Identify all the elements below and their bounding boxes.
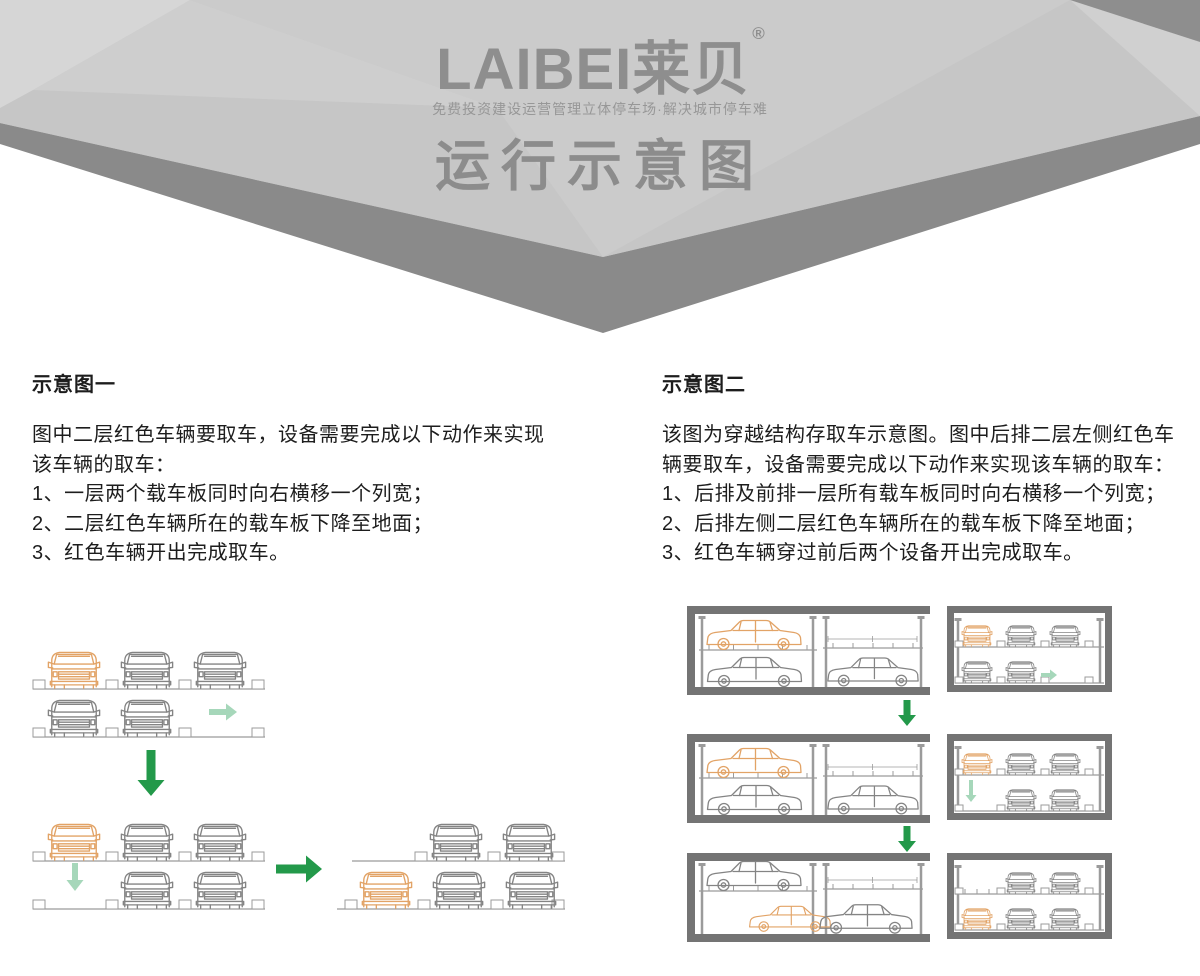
operation-diagram-one [32, 651, 565, 910]
gray-car-front [502, 823, 556, 861]
section-one-text: 图中二层红色车辆要取车，设备需要完成以下动作来实现该车辆的取车： 1、一层两个载车… [32, 421, 582, 569]
red-car-front [47, 823, 101, 861]
red-car-side [706, 747, 802, 778]
transition-arrow-down-icon [137, 750, 165, 796]
text-line: 1、后排及前排一层所有载车板同时向右横移一个列宽； [662, 483, 1166, 505]
red-car-front [47, 651, 101, 689]
text-line: 2、二层红色车辆所在的载车板下降至地面； [32, 512, 434, 535]
text-line: 2、后排左侧二层红色车辆所在的载车板下降至地面； [662, 512, 1146, 535]
descend-arrow-icon [965, 780, 977, 802]
diagram1-state-1-initial [32, 651, 265, 738]
descend-arrow-icon [66, 863, 84, 891]
diagram2-front-state-2-platforms-shifted [947, 734, 1112, 820]
banner-facet-right [1070, 0, 1200, 116]
gray-car-side [819, 904, 913, 934]
gray-car-side [706, 656, 803, 687]
text-line: 1、一层两个载车板同时向右横移一个列宽； [32, 483, 434, 505]
transition-arrow-right-icon [276, 855, 322, 883]
diagram2-side-state-3-red-car-descended [687, 853, 930, 942]
diagram1-state-3-red-car-descended [337, 823, 565, 910]
gray-car-front [193, 651, 247, 689]
banner-facet-center [190, 0, 1070, 257]
section-diagram-one: 示意图一 图中二层红色车辆要取车，设备需要完成以下动作来实现该车辆的取车： 1、一… [32, 368, 582, 569]
transition-arrow-down-icon [898, 826, 916, 852]
gray-car-front [429, 823, 483, 861]
text-line: 图中二层红色车辆要取车，设备需要完成以下动作来实现 [32, 424, 545, 446]
gray-car-side [706, 784, 803, 815]
text-line: 该图为穿越结构存取车示意图。图中后排二层左侧红色车 [662, 424, 1175, 446]
section-two-text: 该图为穿越结构存取车示意图。图中后排二层左侧红色车辆要取车，设备需要完成以下动作… [662, 421, 1182, 569]
section-one-heading: 示意图一 [32, 374, 116, 396]
gray-car-side [706, 860, 802, 891]
diagram1-state-2-platforms-shifted [32, 823, 265, 910]
banner-facet-topleft [0, 0, 190, 108]
red-car-front [359, 871, 413, 909]
banner-thickness-edge [0, 116, 1200, 333]
red-car-side [706, 619, 802, 650]
transition-arrow-down-icon [898, 700, 916, 726]
banner-corner-edge [1070, 0, 1200, 42]
gray-car-front [120, 823, 174, 861]
gray-car-front [193, 823, 247, 861]
gray-car-front [120, 699, 174, 737]
banner-facet-mid [33, 0, 497, 108]
operation-diagram-two [687, 606, 1112, 942]
gray-car-side [827, 657, 919, 687]
gray-car-front [120, 651, 174, 689]
diagram2-side-state-2-platforms-shifted [687, 734, 930, 823]
gray-car-front [432, 871, 486, 909]
header-banner-graphic [0, 0, 1200, 333]
shift-right-arrow-icon [209, 703, 237, 721]
diagram2-front-state-1-initial [947, 606, 1112, 692]
text-line: 3、红色车辆开出完成取车。 [32, 542, 290, 564]
gray-car-front [193, 871, 247, 909]
section-two-heading: 示意图二 [662, 374, 746, 396]
text-line: 3、红色车辆穿过前后两个设备开出完成取车。 [662, 542, 1084, 564]
red-car-side-passing [748, 905, 832, 932]
text-line: 辆要取车，设备需要完成以下动作来实现该车辆的取车： [662, 453, 1175, 476]
shift-right-arrow-icon [1041, 669, 1057, 681]
gray-car-front [120, 871, 174, 909]
gray-car-front [505, 871, 559, 909]
gray-car-side [827, 785, 919, 815]
text-line: 该车辆的取车： [32, 453, 176, 476]
diagram2-front-state-3-red-car-descended [947, 853, 1112, 939]
gray-car-front [47, 699, 101, 737]
section-diagram-two: 示意图二 该图为穿越结构存取车示意图。图中后排二层左侧红色车辆要取车，设备需要完… [662, 368, 1182, 569]
diagram2-side-state-1-initial [687, 606, 930, 695]
